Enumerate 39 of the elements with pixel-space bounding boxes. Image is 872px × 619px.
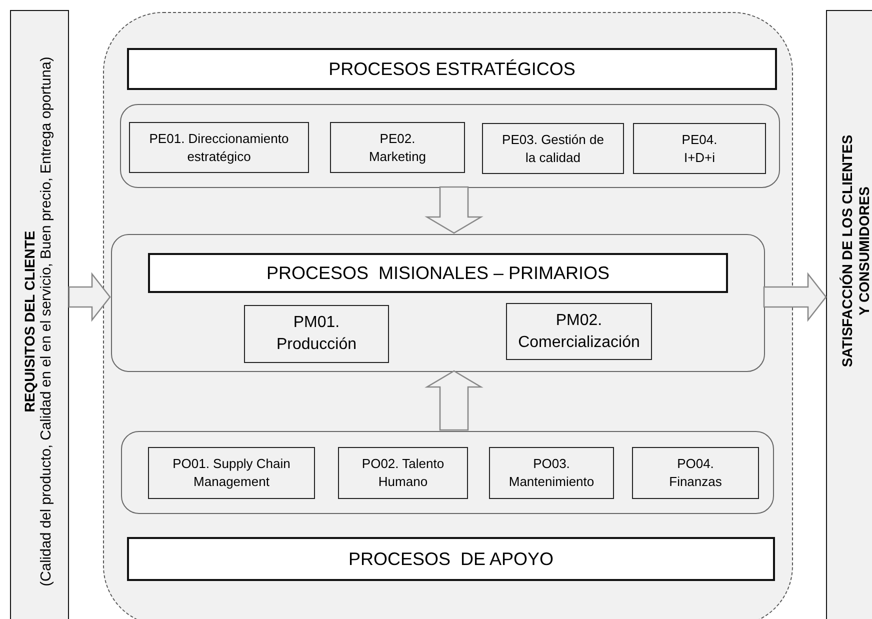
section-heading: PROCESOS MISIONALES – PRIMARIOS [266, 262, 610, 285]
process-label: PO02. Talento Humano [360, 455, 446, 491]
process-label: PE03. Gestión de la calidad [501, 130, 605, 166]
process-box [129, 122, 309, 173]
rounded-group-box [111, 234, 765, 372]
process-label: PM01. Producción [275, 313, 358, 355]
process-box [330, 122, 465, 173]
block-arrow [68, 272, 111, 322]
block-arrow [424, 370, 484, 431]
process-box [633, 123, 766, 174]
band-heading: SATISFACCIÓN DE LOS CLIENTES Y CONSUMIDORES [838, 134, 872, 370]
rounded-group-box [121, 431, 774, 514]
rounded-group-box [120, 104, 780, 188]
title-box [127, 537, 775, 581]
side-band [826, 10, 872, 619]
process-box [489, 447, 614, 499]
block-arrow [424, 186, 484, 234]
process-label: PE01. Direccionamiento estratégico [148, 130, 290, 166]
process-box [148, 447, 315, 499]
band-subtitle: (Calidad del producto, Calidad en el en el servicio, Buen precio, Entrega oportuna) [38, 56, 56, 586]
process-box [632, 447, 759, 499]
process-label: PM02. Comercialización [517, 310, 641, 352]
title-box [148, 253, 728, 293]
side-band [10, 10, 69, 619]
section-heading: PROCESOS DE APOYO [348, 548, 554, 571]
process-box [482, 123, 624, 174]
process-box [244, 305, 389, 363]
dashed-container [103, 12, 793, 619]
process-label: PO04. Finanzas [668, 455, 723, 491]
process-label: PO01. Supply Chain Management [172, 455, 292, 491]
process-label: PE04. I+D+i [680, 130, 718, 166]
process-label: PO03. Mantenimiento [508, 455, 596, 491]
process-label: PE02. Marketing [368, 130, 428, 166]
process-box [338, 447, 468, 499]
band-heading: REQUISITOS DEL CLIENTE [22, 230, 39, 412]
section-heading: PROCESOS ESTRATÉGICOS [328, 58, 576, 81]
block-arrow [763, 272, 827, 322]
process-box [506, 303, 652, 360]
title-box [127, 48, 777, 90]
